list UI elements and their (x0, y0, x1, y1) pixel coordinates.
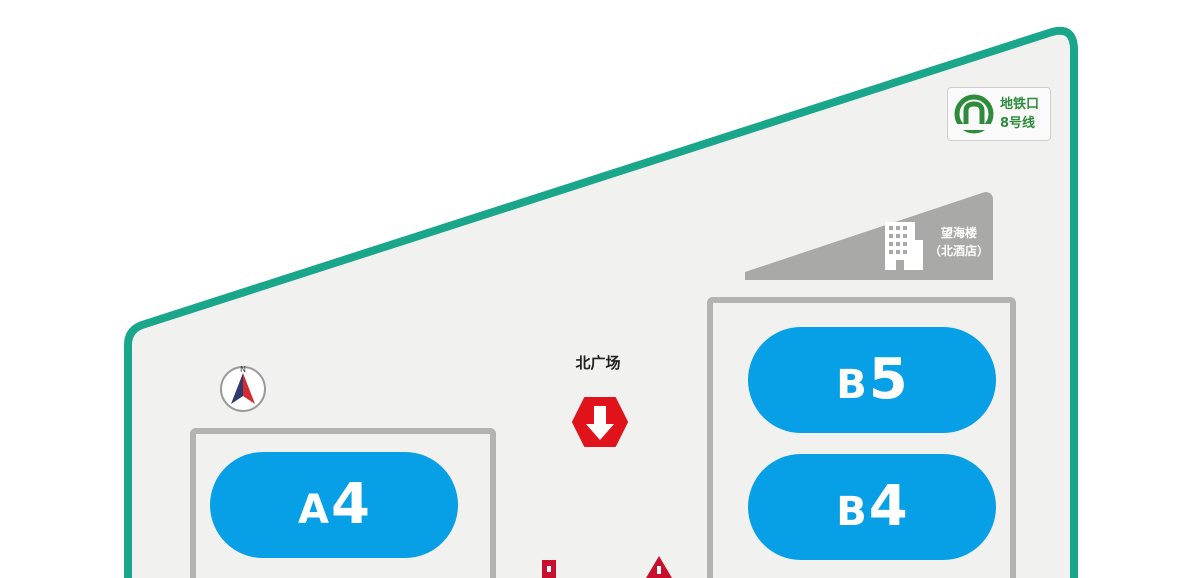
metro-logo-icon (954, 94, 994, 134)
down-arrow-exit-icon[interactable] (571, 396, 629, 448)
building-name: 望海楼 (940, 226, 977, 240)
hall-b5-letter: B (836, 362, 867, 408)
compass-north-label: N (240, 365, 246, 374)
metro-entrance-sign[interactable]: 地铁口 8号线 (947, 87, 1051, 141)
hall-a4-letter: A (298, 487, 329, 533)
metro-label-line2: 8号线 (1000, 116, 1036, 131)
hall-b5[interactable]: B 5 (748, 327, 996, 433)
office-building-icon (885, 222, 923, 270)
north-hotel-building[interactable] (745, 192, 995, 282)
hall-b4-number: 4 (868, 474, 908, 539)
north-hotel-label: 望海楼 （北酒店） (924, 224, 994, 260)
hall-b5-number: 5 (868, 347, 908, 412)
hall-a4[interactable]: A 4 (210, 452, 458, 558)
hall-b4[interactable]: B 4 (748, 454, 996, 560)
entrance-marker-right (646, 556, 672, 578)
hall-b4-letter: B (836, 489, 867, 535)
entrance-marker-left (542, 560, 556, 578)
compass-icon: N (220, 365, 266, 412)
hall-a4-number: 4 (331, 472, 370, 537)
building-subname: （北酒店） (928, 244, 989, 258)
metro-label-line1: 地铁口 (1000, 97, 1040, 112)
north-plaza-label: 北广场 (575, 354, 621, 372)
